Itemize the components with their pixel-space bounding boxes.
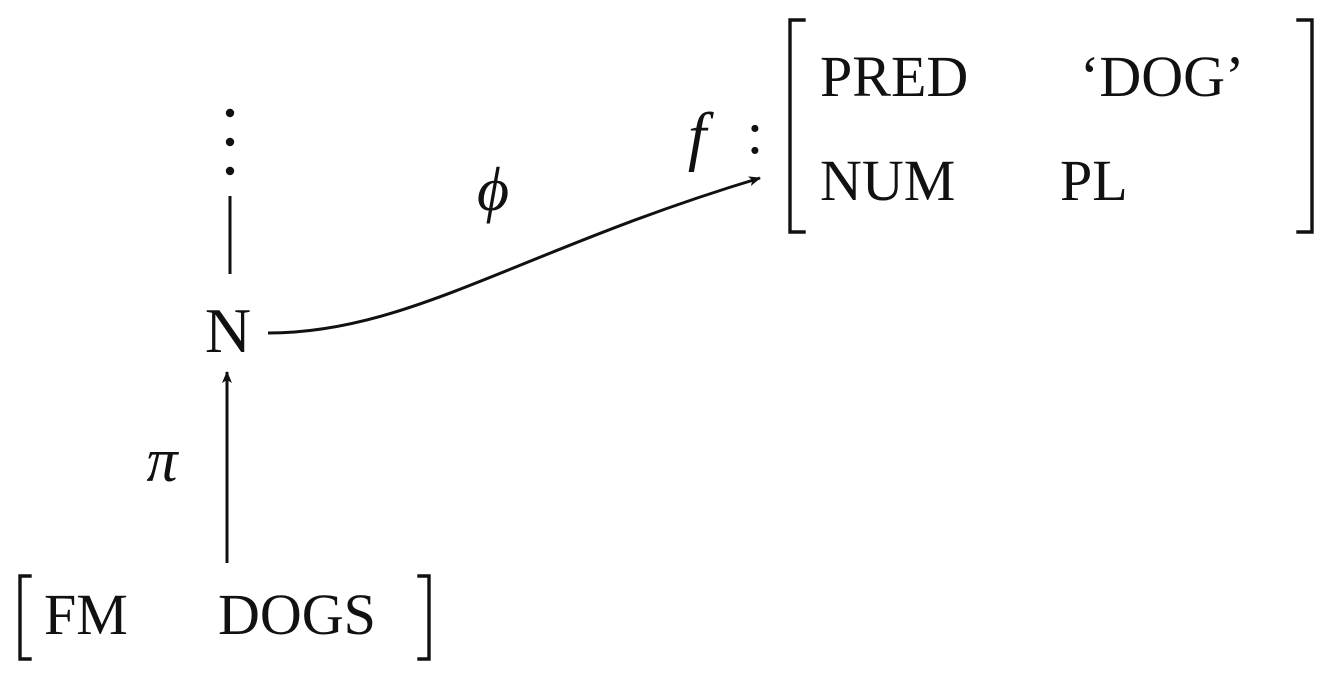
form-structure-attr: FM: [44, 582, 128, 647]
f-structure-value: PL: [1060, 148, 1128, 213]
form-structure-left-bracket: [18, 574, 32, 661]
f-structure-colon: :: [747, 100, 764, 166]
f-structure-row: NUM PL: [820, 148, 1128, 213]
f-structure-attr: NUM: [820, 148, 955, 213]
ellipsis-dot: [225, 137, 235, 147]
form-structure-right-bracket: [417, 574, 431, 661]
tree-ellipsis: [225, 108, 235, 176]
f-structure-right-bracket: [1296, 18, 1314, 234]
node-n-label: N: [205, 295, 251, 366]
phi-label: ϕ: [477, 156, 509, 224]
ellipsis-dot: [225, 166, 235, 176]
form-structure-value: DOGS: [218, 582, 376, 647]
f-structure-attr: PRED: [820, 44, 968, 109]
phi-projection-arrow: [267, 176, 761, 335]
f-structure-value: ‘DOG’: [1080, 44, 1244, 109]
f-structure-row: PRED ‘DOG’: [820, 44, 1244, 109]
ellipsis-dot: [225, 108, 235, 118]
pi-label: π: [146, 427, 179, 495]
f-structure-left-bracket: [788, 18, 806, 234]
f-structure-variable: f: [688, 100, 714, 173]
